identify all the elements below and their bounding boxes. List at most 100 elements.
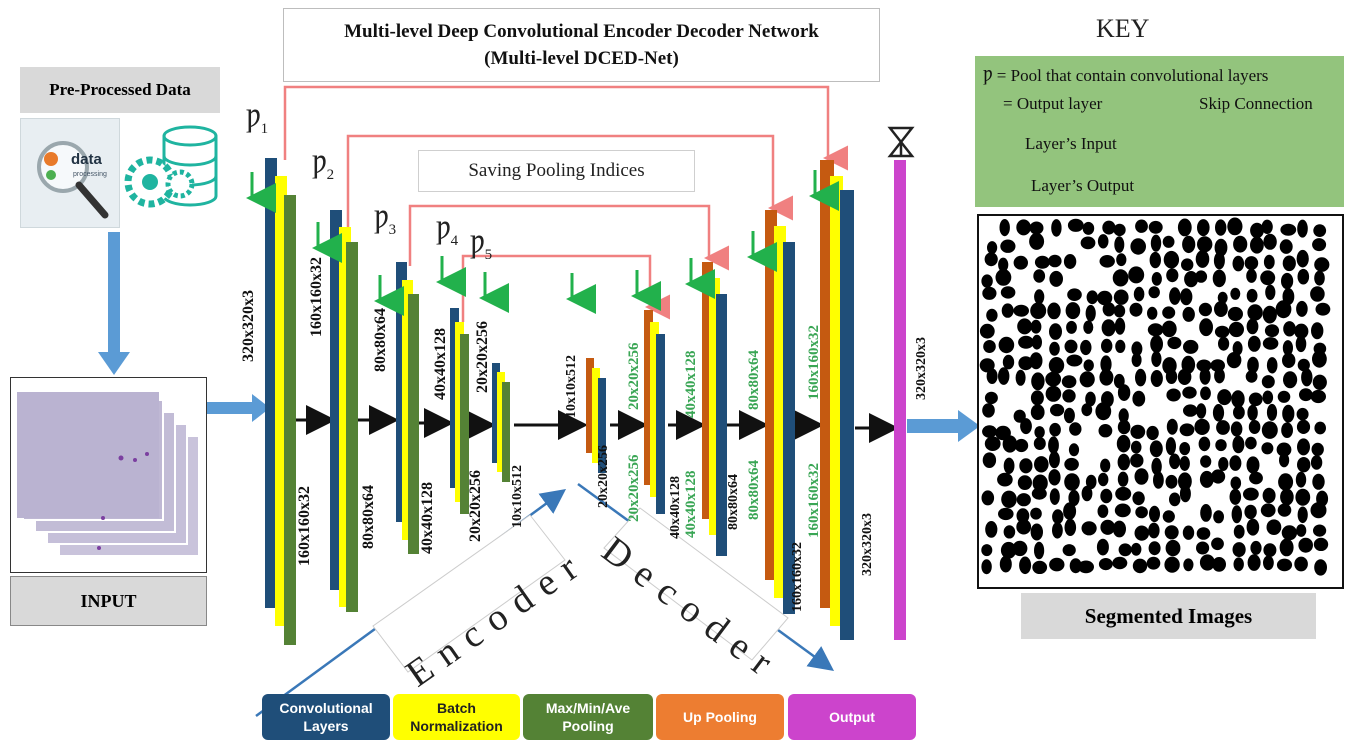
cell-blob	[1151, 272, 1162, 286]
encoder-pool-4	[450, 308, 469, 514]
skip-connection-4	[461, 254, 670, 322]
cell-blob	[1020, 418, 1032, 435]
dec-top-green-dim-3: 80x80x64	[746, 350, 762, 410]
cell-blob	[1214, 325, 1230, 338]
cell-blob	[1064, 473, 1080, 491]
cell-blob	[1230, 287, 1241, 300]
cell-blob	[1097, 504, 1109, 518]
cell-blob	[1062, 389, 1076, 403]
cell-blob	[1198, 302, 1212, 317]
cell-blob	[1131, 353, 1142, 367]
cell-blob	[981, 274, 993, 288]
cell-blob	[1200, 455, 1212, 468]
cell-blob	[1085, 474, 1097, 490]
cell-blob	[1030, 523, 1044, 541]
cell-blob	[1112, 520, 1126, 538]
cell-blob	[984, 436, 1001, 452]
cell-blob	[1228, 321, 1244, 338]
cell-blob	[1312, 350, 1327, 368]
input-label: INPUT	[10, 576, 207, 626]
cell-blob	[1297, 268, 1310, 285]
skip-connection-3	[408, 204, 729, 271]
encoder-pool-2	[330, 210, 358, 612]
cell-blob	[1034, 426, 1045, 439]
cell-blob	[1117, 419, 1131, 435]
cell-blob	[1049, 422, 1061, 437]
cell-blob	[1100, 519, 1115, 535]
key-input-line: Layer’s Input	[1025, 134, 1117, 153]
cell-blob	[1162, 306, 1176, 319]
cell-blob	[1148, 541, 1161, 556]
cell-blob	[1034, 255, 1050, 269]
dec-bottom-dim-2: 40x40x128	[668, 476, 683, 539]
cell-blob	[1246, 288, 1258, 303]
enc-bottom-dim-1: 160x160x32	[296, 486, 313, 566]
cell-blob	[1166, 388, 1181, 402]
cell-blob	[1097, 290, 1113, 306]
dec-bottom-green-dim-3: 80x80x64	[746, 460, 762, 520]
cell-blob	[1231, 390, 1245, 408]
cell-blob	[1147, 306, 1158, 320]
cell-blob	[1243, 487, 1259, 501]
segmented-images-label: Segmented Images	[1021, 593, 1316, 639]
cell-blob	[1130, 453, 1144, 468]
cell-blob	[1064, 518, 1077, 537]
cell-blob	[1149, 440, 1163, 458]
cell-blob	[1250, 236, 1264, 254]
cell-blob	[1301, 368, 1313, 387]
input-image-stack	[10, 377, 207, 573]
cell-blob	[1100, 355, 1112, 374]
diagram-title: Multi-level Deep Convolutional Encoder D…	[283, 8, 880, 82]
cell-blob	[1196, 403, 1207, 419]
cell-blob	[982, 452, 997, 469]
flow-arrow-down-shaft	[108, 232, 120, 357]
cell-blob	[1098, 424, 1113, 438]
cell-blob	[1131, 341, 1143, 357]
cell-blob	[1294, 323, 1309, 339]
cell-blob	[984, 252, 998, 267]
cell-blob	[1065, 302, 1081, 320]
cell-blob	[1217, 291, 1228, 304]
cell-blob	[1194, 418, 1210, 435]
cell-blob	[1130, 440, 1142, 454]
cell-blob	[999, 219, 1010, 237]
cell-blob	[1048, 469, 1061, 486]
cell-blob	[1281, 422, 1293, 439]
enc-bottom-dim-4: 20x20x256	[467, 470, 484, 542]
cell-blob	[1030, 390, 1044, 406]
cell-blob	[1195, 250, 1210, 268]
saving-pooling-indices-label: Saving Pooling Indices	[418, 150, 695, 192]
cell-blob	[1249, 471, 1263, 485]
cell-blob	[1244, 504, 1257, 520]
cell-blob	[1063, 254, 1077, 269]
cell-blob	[985, 521, 998, 538]
cell-blob	[1180, 288, 1193, 306]
flow-arrow-right-shaft	[207, 402, 255, 414]
cell-blob	[1282, 255, 1296, 272]
pool-label-5: Ƿ5	[470, 230, 493, 264]
cell-blob	[1312, 473, 1325, 490]
cell-blob	[982, 425, 997, 438]
cell-blob	[1082, 221, 1095, 235]
dec-top-green-dim-4: 160x160x32	[806, 325, 822, 400]
cell-blob	[986, 308, 998, 322]
key-panel: Ƿ = Pool that contain convolutional laye…	[975, 56, 1344, 207]
cell-blob	[1246, 518, 1260, 536]
cell-blob	[1029, 352, 1043, 370]
cell-blob	[1314, 421, 1326, 435]
cell-blob	[1169, 453, 1181, 470]
flow-arrow-output-shaft	[907, 419, 961, 433]
cell-blob	[1226, 352, 1242, 369]
cell-blob	[1045, 385, 1062, 402]
cell-blob	[1003, 457, 1015, 474]
cell-blob	[1296, 419, 1311, 434]
cell-blob	[1211, 537, 1224, 551]
cell-blob	[1311, 322, 1324, 340]
cell-blob	[1148, 522, 1160, 539]
cell-blob	[1128, 266, 1145, 284]
cell-blob	[1250, 540, 1262, 555]
encoder-pool-5	[492, 363, 510, 482]
cell-blob	[1230, 421, 1243, 437]
cell-blob	[1261, 375, 1275, 389]
cell-blob	[1165, 369, 1178, 384]
